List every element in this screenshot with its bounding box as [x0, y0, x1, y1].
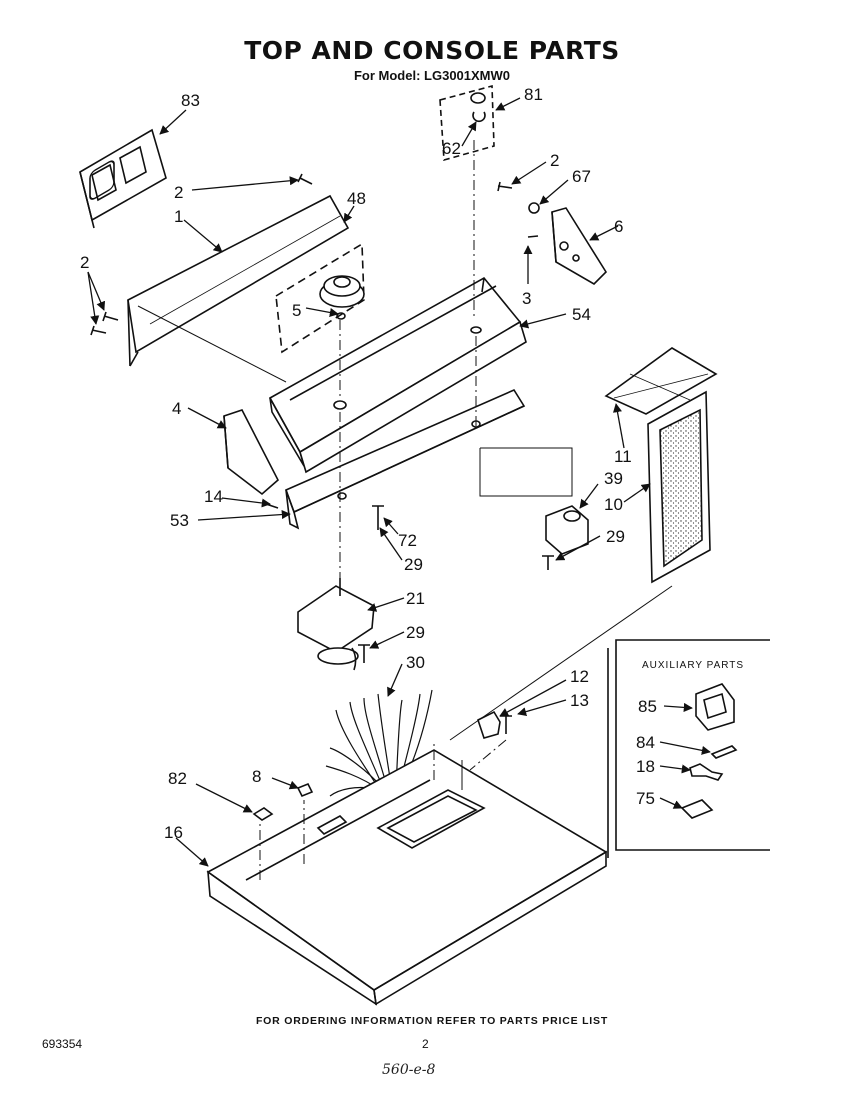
callout-72: 72: [398, 531, 417, 550]
callout-67: 67: [572, 167, 591, 186]
callout-29-b: 29: [606, 527, 625, 546]
part-39-switch: [545, 505, 589, 555]
part-10-lint-filter: [647, 390, 711, 584]
callout-leaders: [87, 97, 711, 867]
callout-62: 62: [442, 139, 461, 158]
callout-81: 81: [524, 85, 543, 104]
callout-2-right: 2: [550, 151, 559, 170]
part-1-trim-strip: [127, 194, 350, 367]
callout-13: 13: [570, 691, 589, 710]
callout-29-c: 29: [406, 623, 425, 642]
callout-2-left: 2: [80, 253, 89, 272]
callout-75: 75: [636, 789, 655, 808]
callout-2-top: 2: [174, 183, 183, 202]
callout-11: 11: [614, 447, 632, 466]
part-5-knob: [319, 275, 365, 320]
callout-82: 82: [168, 769, 187, 788]
callout-8: 8: [252, 767, 261, 786]
auxiliary-parts-title: AUXILIARY PARTS: [642, 660, 744, 671]
callout-84: 84: [636, 733, 655, 752]
callout-12: 12: [570, 667, 589, 686]
document-number: 693354: [42, 1037, 83, 1051]
auxiliary-parts-icons: [680, 683, 738, 819]
assembly-guide-lines: [137, 305, 673, 790]
callout-4: 4: [172, 399, 181, 418]
page-title: TOP AND CONSOLE PARTS: [244, 36, 620, 65]
callout-14: 14: [204, 487, 223, 506]
callout-48: 48: [347, 189, 366, 208]
ordering-info-note: FOR ORDERING INFORMATION REFER TO PARTS …: [255, 1015, 609, 1027]
handwritten-note: 560-e-8: [382, 1062, 436, 1078]
callout-39: 39: [604, 469, 623, 488]
callout-85: 85: [638, 697, 657, 716]
part-11-filter-cover: [604, 347, 718, 415]
part-21-timer: [297, 578, 375, 671]
part-48-overlay: [275, 242, 365, 354]
callout-53: 53: [170, 511, 189, 530]
callout-1: 1: [174, 207, 183, 226]
part-12-clip: [477, 710, 501, 739]
callout-83: 83: [181, 91, 200, 110]
callout-30: 30: [406, 653, 425, 672]
assembly-leader-lines: [259, 140, 507, 880]
callout-21: 21: [406, 589, 425, 608]
part-6-end-cap: [551, 207, 608, 286]
part-4-end-cap: [223, 409, 279, 496]
callout-6: 6: [614, 217, 623, 236]
part-82-and-8: [252, 782, 314, 821]
page-number: 2: [422, 1037, 429, 1051]
model-subtitle: For Model: LG3001XMW0: [353, 68, 511, 83]
callout-5: 5: [292, 301, 301, 320]
callout-29-a: 29: [404, 555, 423, 574]
callout-18: 18: [636, 757, 655, 776]
part-81-box: [439, 84, 495, 162]
callout-16: 16: [164, 823, 183, 842]
callout-54: 54: [572, 305, 591, 324]
auxiliary-parts-box: [607, 639, 770, 858]
part-53-rail: [284, 388, 526, 530]
callout-labels: 83 81 62 2 48 1 2 5 2 67 6 3 54 4 11 39 …: [80, 85, 744, 842]
callout-10: 10: [604, 495, 623, 514]
part-83-windows: [91, 145, 147, 202]
callout-3: 3: [522, 289, 531, 308]
part-16-top: [206, 749, 608, 1006]
